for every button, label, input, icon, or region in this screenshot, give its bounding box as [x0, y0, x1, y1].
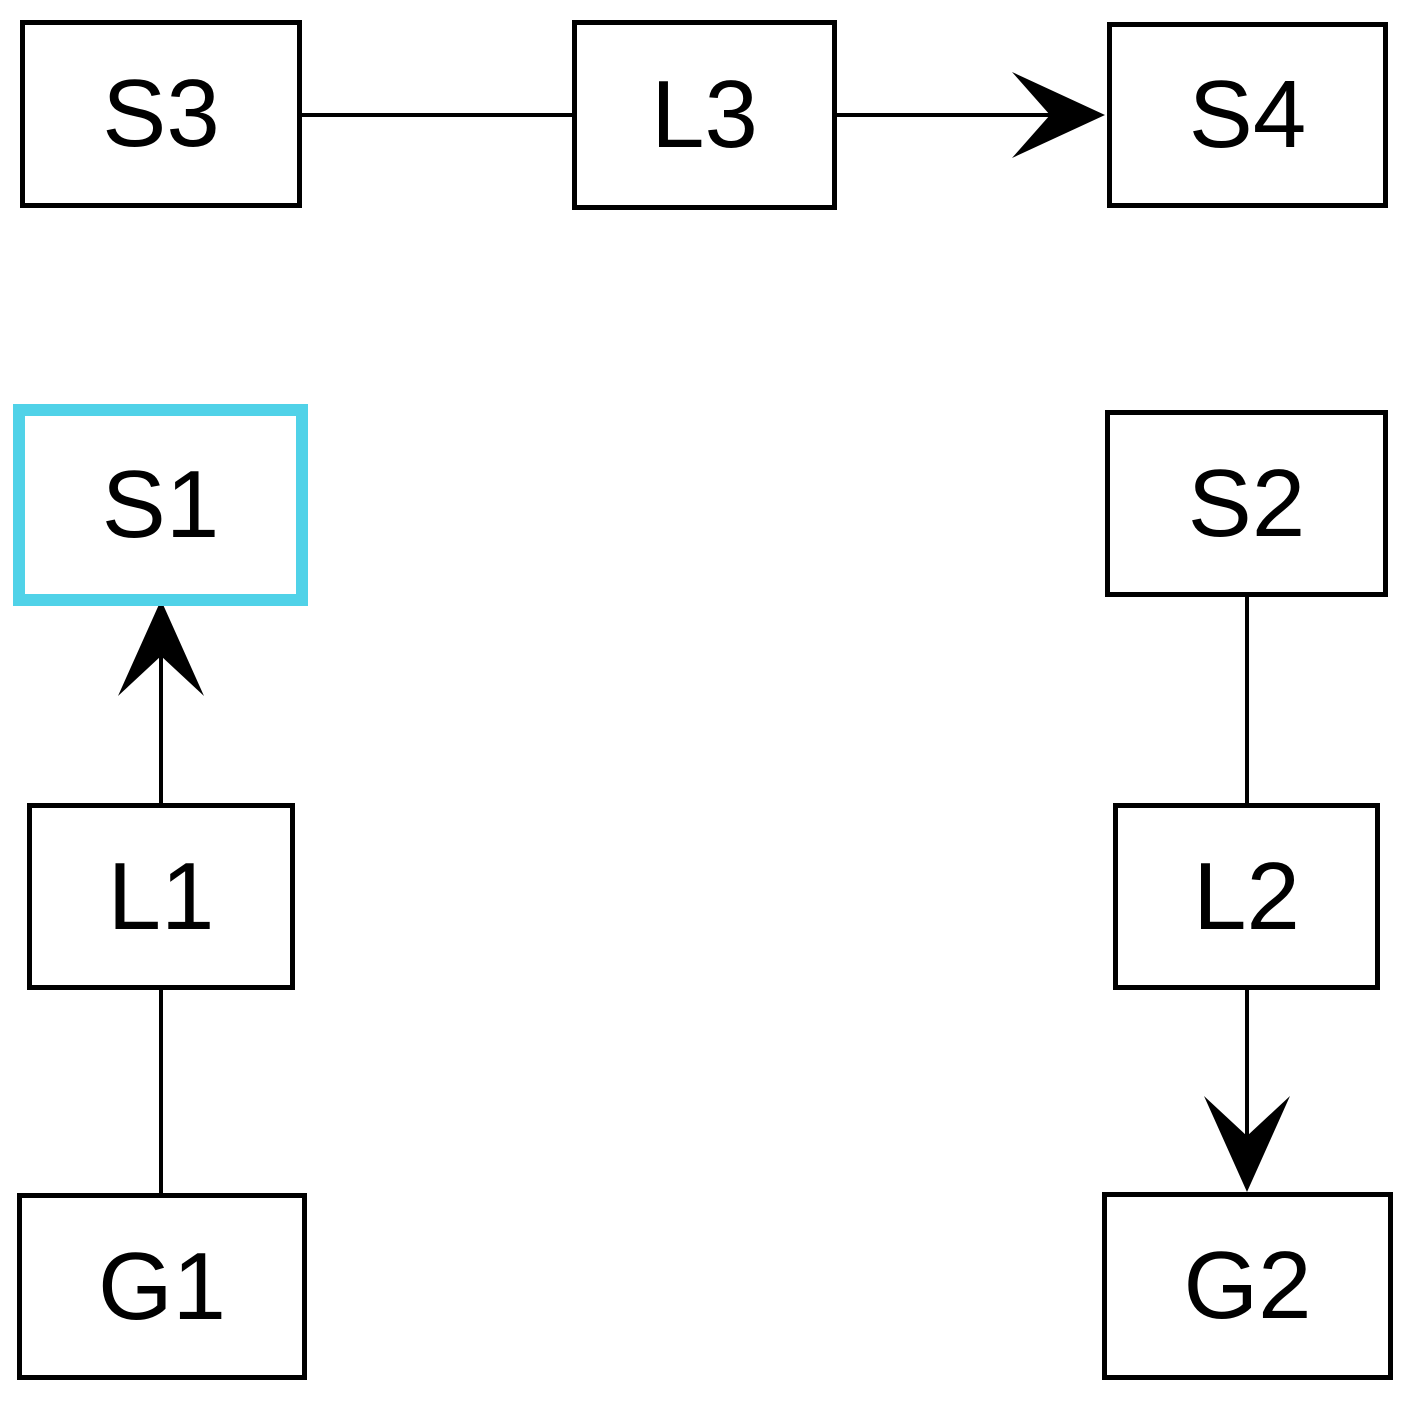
node-S4[interactable]: S4 [1107, 22, 1388, 208]
node-G2[interactable]: G2 [1102, 1192, 1393, 1380]
node-L3[interactable]: L3 [572, 20, 837, 210]
node-S2[interactable]: S2 [1105, 410, 1388, 597]
edge-l2-g2[interactable] [1204, 990, 1290, 1192]
node-S3[interactable]: S3 [20, 20, 302, 208]
node-S1-label: S1 [101, 451, 220, 558]
arrowhead-right-icon [1012, 72, 1105, 158]
node-L1-label: L1 [107, 842, 215, 950]
node-S4-label: S4 [1188, 61, 1307, 168]
arrowhead-up-icon [118, 600, 204, 696]
node-S1[interactable]: S1 [13, 404, 308, 606]
node-L2[interactable]: L2 [1113, 803, 1380, 990]
edge-l3-s4[interactable] [837, 72, 1105, 158]
arrowhead-down-icon [1204, 1096, 1290, 1192]
node-L3-label: L3 [651, 61, 758, 168]
node-G2-label: G2 [1183, 1232, 1312, 1339]
node-L2-label: L2 [1193, 842, 1300, 950]
node-S3-label: S3 [102, 60, 220, 167]
node-G1[interactable]: G1 [17, 1193, 307, 1380]
node-S2-label: S2 [1187, 449, 1306, 557]
edge-l1-s1[interactable] [118, 600, 204, 803]
node-L1[interactable]: L1 [27, 803, 295, 990]
node-G1-label: G1 [97, 1232, 227, 1340]
